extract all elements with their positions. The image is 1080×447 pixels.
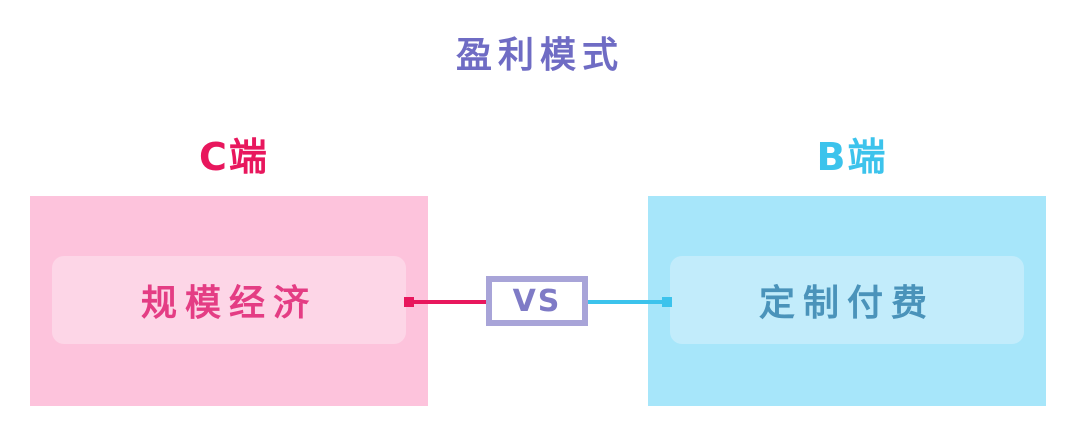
b-side-label: B端 — [816, 135, 888, 179]
b-side-content: 定制付费 — [670, 256, 1024, 344]
b-side-panel: 定制付费 — [648, 196, 1046, 406]
right-connector-end — [662, 297, 672, 307]
left-connector-line — [410, 300, 488, 304]
left-connector-end — [404, 297, 414, 307]
vs-text: VS — [492, 282, 582, 320]
diagram-title: 盈利模式 — [455, 35, 624, 76]
c-side-panel: 规模经济 — [30, 196, 428, 406]
vs-badge: VS — [486, 276, 588, 326]
right-connector-line — [588, 300, 666, 304]
c-side-content: 规模经济 — [52, 256, 406, 344]
c-side-label: C端 — [199, 135, 269, 179]
